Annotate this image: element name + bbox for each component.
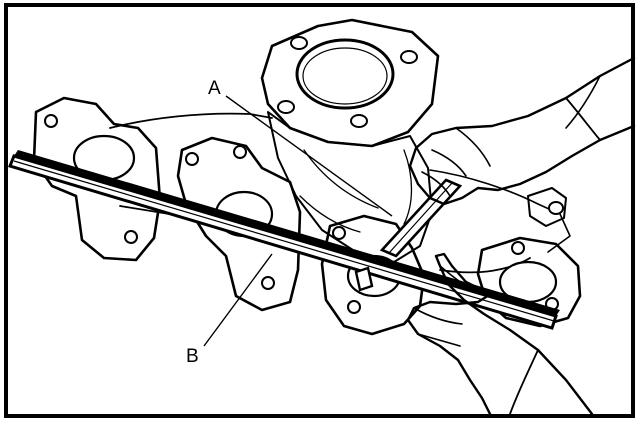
collector-body [267, 111, 433, 263]
port-flange-1-hole [44, 114, 58, 128]
port-flange-1-hole [124, 230, 138, 244]
callout-a-leader [225, 95, 393, 217]
runner-upper-edge [109, 112, 273, 129]
upper-hand [408, 56, 636, 206]
straight-edge-body [7, 154, 558, 330]
upper-hand-outline [408, 56, 636, 206]
port-flange-2-hole [261, 276, 275, 290]
outlet-flange [260, 18, 440, 148]
feeler-gauge [354, 178, 463, 292]
feeler-gauge-tip [354, 266, 374, 292]
callout-a-label: A [208, 78, 221, 99]
lower-sleeve-cuff [509, 349, 539, 415]
port-flange-4-hole [548, 201, 564, 215]
flange-bolt-hole [400, 50, 418, 64]
port-flange-3 [320, 214, 426, 336]
outlet-port-inner [302, 47, 388, 105]
flange-bolt-hole [290, 36, 308, 50]
port-flange-3-hole [332, 226, 346, 240]
upper-sleeve-cuff [565, 97, 601, 141]
straight-edge [7, 150, 560, 330]
flange-bolt-hole [350, 114, 368, 128]
outlet-port [295, 38, 395, 110]
sensor-boss [527, 187, 567, 227]
upper-hand-fingers [421, 75, 601, 197]
lower-hand [406, 252, 594, 416]
port-flange-1 [32, 96, 162, 262]
flange-bolt-hole [277, 100, 295, 114]
port-flange-3-hole [347, 300, 361, 314]
lower-hand-fingers [413, 265, 479, 347]
port-flange-2-hole [233, 145, 247, 159]
feeler-gauge-blade-line [388, 182, 453, 254]
port-flange-2-hole [185, 152, 199, 166]
lower-hand-outline [406, 252, 594, 416]
straight-edge-top-band [14, 150, 560, 316]
collector-contour [299, 149, 413, 233]
callout-b-leader [203, 253, 273, 347]
port-flange-4-hole [511, 241, 525, 255]
straight-edge-line [13, 160, 555, 322]
callout-b-label: B [186, 346, 199, 367]
